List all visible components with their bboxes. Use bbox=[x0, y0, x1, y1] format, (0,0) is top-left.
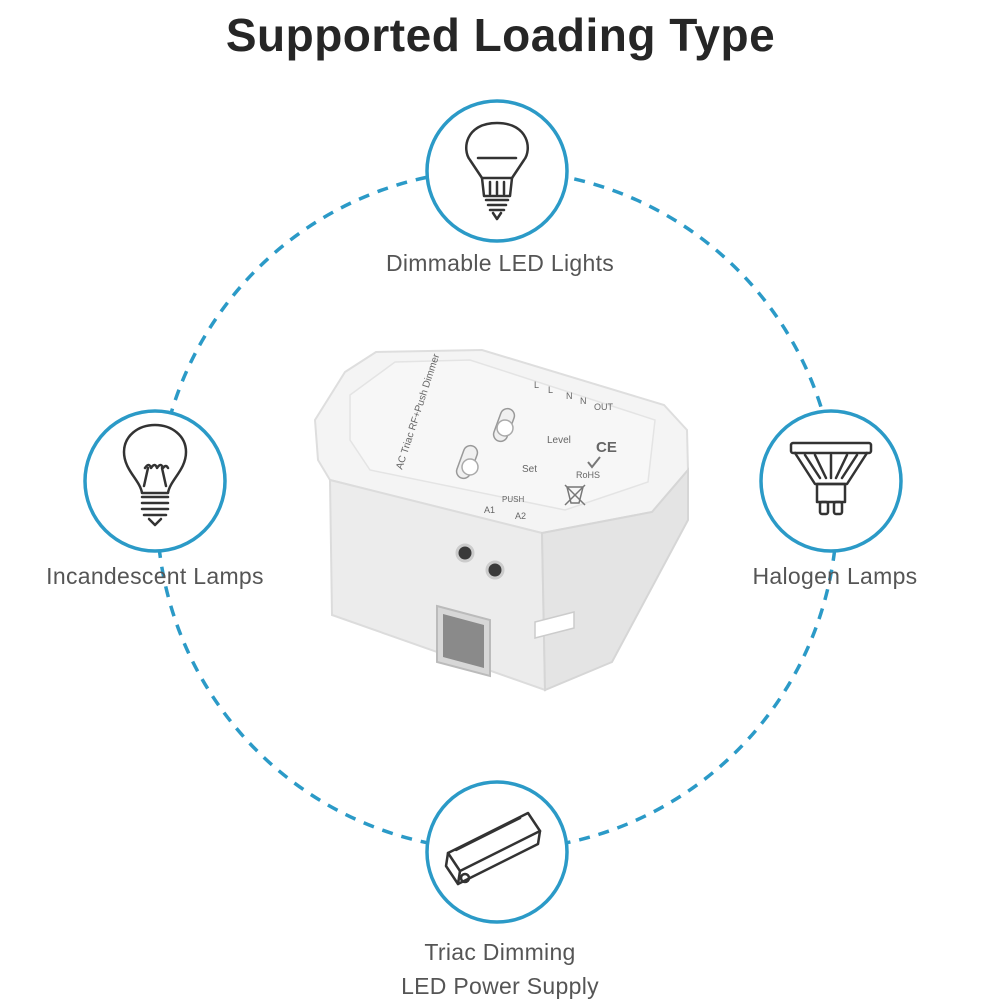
label-incandescent-lamps: Incandescent Lamps bbox=[46, 563, 264, 589]
device-level-text: Level bbox=[547, 435, 571, 446]
label-triac-line1: Triac Dimming bbox=[424, 939, 576, 965]
led-bulb-icon bbox=[465, 121, 529, 221]
device-a2-text: A2 bbox=[515, 511, 526, 521]
device-terminal-4: N bbox=[580, 396, 587, 406]
label-triac-line2: LED Power Supply bbox=[401, 973, 599, 999]
device-terminal-3: N bbox=[566, 391, 573, 401]
device-set-text: Set bbox=[522, 464, 537, 475]
device-terminal-5: OUT bbox=[594, 402, 614, 412]
device-a1-text: A1 bbox=[484, 505, 495, 515]
device-ce-mark: CE bbox=[596, 439, 617, 456]
label-dimmable-led-lights: Dimmable LED Lights bbox=[385, 250, 615, 276]
icon-circle-left bbox=[83, 409, 227, 553]
device-terminal-2: L bbox=[548, 385, 553, 395]
device-rohs-mark: RoHS bbox=[576, 470, 600, 480]
led-driver-icon bbox=[444, 811, 542, 886]
label-halogen-lamps: Halogen Lamps bbox=[752, 563, 918, 589]
device-terminal-1: L bbox=[534, 380, 539, 390]
device-push-text: PUSH bbox=[502, 495, 524, 504]
icon-circle-right bbox=[759, 409, 903, 553]
label-triac-led-power-supply: Triac Dimming LED Power Supply bbox=[300, 935, 700, 1003]
page-title: Supported Loading Type bbox=[225, 9, 776, 61]
rohs-check-icon bbox=[587, 456, 601, 469]
halogen-lamp-icon bbox=[789, 441, 873, 516]
dimmer-module: AC Triac RF+Push Dimmer L L N N OUT Leve… bbox=[313, 348, 690, 692]
weee-bin-icon bbox=[564, 484, 586, 506]
incandescent-bulb-icon bbox=[122, 423, 188, 527]
icon-circle-top bbox=[425, 99, 569, 243]
